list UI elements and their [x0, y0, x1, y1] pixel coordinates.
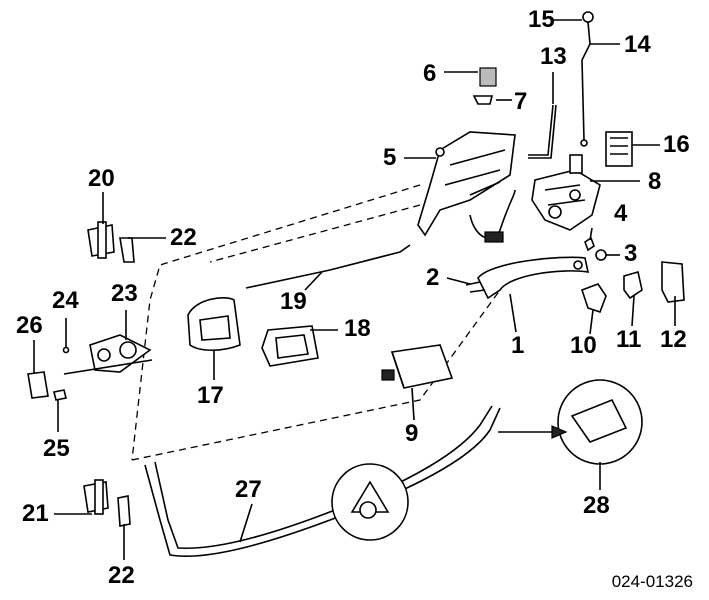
- callout-3: 3: [624, 240, 638, 267]
- callout-13: 13: [540, 43, 567, 70]
- block-26-part: [27, 371, 49, 399]
- bracket-10-part: [580, 283, 607, 314]
- callout-27: 27: [235, 476, 262, 503]
- callout-7: 7: [514, 88, 528, 115]
- pin-22a-part: [119, 237, 135, 263]
- callout-22-bottom: 22: [108, 562, 135, 589]
- inner-handle-17-part: [187, 297, 241, 352]
- clip-25-part: [53, 389, 67, 401]
- seal-27-part: [144, 405, 501, 558]
- callout-28: 28: [583, 492, 610, 519]
- callout-26: 26: [16, 312, 43, 339]
- plate-12-part: [661, 261, 685, 303]
- detail-28-part: [498, 379, 643, 465]
- rod-19-part: [245, 244, 411, 289]
- callout-6: 6: [423, 60, 437, 87]
- callout-18: 18: [344, 315, 371, 342]
- callout-20: 20: [88, 165, 115, 192]
- clip-4-part: [584, 236, 595, 252]
- outer-handle-part: [465, 256, 590, 300]
- module-9-part: [381, 344, 454, 389]
- callout-8: 8: [648, 168, 662, 195]
- document-reference: 024-01326: [611, 572, 693, 591]
- door-lock-8-part: [531, 154, 601, 231]
- callout-11: 11: [616, 326, 642, 353]
- check-strap-23-part: [63, 334, 153, 375]
- callout-23: 23: [111, 280, 138, 307]
- callout-17: 17: [197, 382, 224, 409]
- pin-22b-part: [117, 495, 131, 527]
- bracket-11-part: [623, 270, 643, 300]
- handle-carrier-5-part: [417, 131, 516, 243]
- clip-7-part: [472, 95, 494, 105]
- leader-lines: [33, 19, 676, 560]
- bezel-18-part: [261, 325, 319, 367]
- rod-13-part: [528, 104, 557, 159]
- hinge-21-part: [83, 479, 109, 515]
- callout-14: 14: [624, 31, 651, 58]
- callout-25: 25: [43, 435, 70, 462]
- lock-rod-part: [580, 11, 594, 147]
- door-outline: [131, 184, 501, 461]
- callout-9: 9: [405, 420, 419, 447]
- callout-10: 10: [570, 332, 597, 359]
- callout-2: 2: [426, 264, 440, 291]
- callout-4: 4: [614, 200, 628, 227]
- callout-12: 12: [660, 326, 687, 353]
- clip-6-part: [479, 67, 497, 87]
- screw-24-part: [62, 346, 70, 354]
- callout-19: 19: [280, 288, 307, 315]
- hinge-20-part: [87, 221, 115, 259]
- callout-15: 15: [528, 6, 555, 33]
- callout-16: 16: [663, 131, 690, 158]
- connector-16-part: [605, 131, 633, 167]
- callout-22-top: 22: [170, 224, 197, 251]
- callout-5: 5: [383, 144, 397, 171]
- callout-24: 24: [52, 287, 79, 314]
- grommet-3-part: [595, 249, 607, 261]
- callout-1: 1: [511, 332, 525, 359]
- callout-21: 21: [22, 500, 49, 527]
